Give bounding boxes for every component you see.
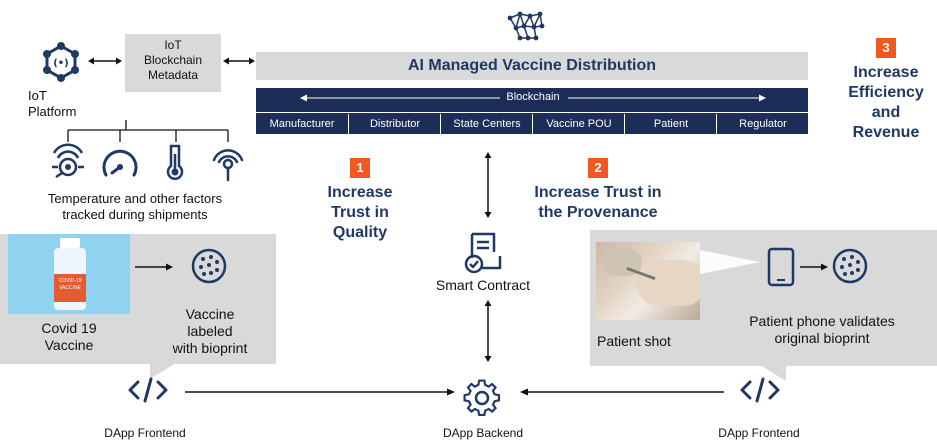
patient-arm [636,260,700,306]
benefit-badge-1: 1 [350,158,370,178]
sensor-connector [67,120,229,142]
benefit-badge-3: 3 [876,38,896,58]
thermometer-icon [166,144,184,180]
benefit-text-1: Increase Trust in Quality [327,184,393,241]
stakeholder-regulator: Regulator [716,114,809,134]
right-panel-tail [760,365,786,381]
stakeholder-distributor: Distributor [348,114,441,134]
vial-caption: Covid 19 Vaccine [41,320,97,353]
gear-icon [463,379,501,417]
diagram-title: AI Managed Vaccine Distribution [407,57,657,74]
frontend-right-to-backend-arrow [520,388,724,396]
dapp-frontend-right-label: DApp Frontend [718,426,800,440]
patient-shot-caption: Patient shot [597,333,671,349]
phone-to-bioprint-arrow [800,263,828,271]
dapp-backend-label: DApp Backend [442,426,524,440]
stakeholder-manufacturer: Manufacturer [269,118,335,130]
bioprint-icon-right [832,248,868,284]
metadata-to-title-arrow [223,57,255,65]
sensor-icon [52,143,84,179]
vial-to-bioprint-arrow [135,263,173,271]
bioprint-caption: Vaccine labeled with bioprint [172,306,248,356]
stakeholder-vaccine-pou: Vaccine POU [532,114,625,134]
stakeholder-patient: Patient [624,114,717,134]
code-icon-right [740,377,780,403]
benefit-badge-2: 2 [588,158,608,178]
blockchain-arrow [300,94,766,102]
network-brain-icon [507,11,545,41]
left-panel-tail [150,363,176,379]
iot-to-metadata-arrow [88,57,122,65]
dapp-frontend-left-label: DApp Frontend [104,426,186,440]
vial-cap [60,238,80,248]
metadata-label: IoT Blockchain Metadata [143,38,203,82]
contract-icon [464,232,502,274]
title-bar [256,52,808,80]
phone-icon [767,247,795,287]
code-icon-left [128,377,168,403]
contract-to-backend-arrow [484,300,492,362]
benefit-text-2: Increase Trust in the Provenance [534,184,662,221]
chain-to-contract-arrow [484,152,492,218]
blockchain-divider [256,112,808,113]
frontend-to-backend-arrow [185,388,455,396]
iot-platform-label: IoT Platform [28,88,77,119]
benefit-text-3: Increase Efficiency and Revenue [848,64,924,141]
vaccine-vial-image: COVID-19 VACCINE [8,234,130,314]
gauge-icon [102,149,138,177]
stakeholder-state-centers: State Centers [440,114,533,134]
tracked-caption: Temperature and other factors tracked du… [47,191,223,222]
metadata-box [125,34,221,92]
wireless-icon [212,149,244,182]
bioprint-icon [191,248,227,284]
vial-label: COVID-19 VACCINE [54,274,86,302]
patient-shot-image [596,242,700,320]
callout-wedge [700,250,760,274]
iot-hub-icon: (•) [43,42,79,82]
smart-contract-label: Smart Contract [435,277,531,293]
svg-text:(•): (•) [53,58,69,69]
validate-caption: Patient phone validates original bioprin… [749,313,895,346]
blockchain-label: Blockchain [506,91,560,103]
